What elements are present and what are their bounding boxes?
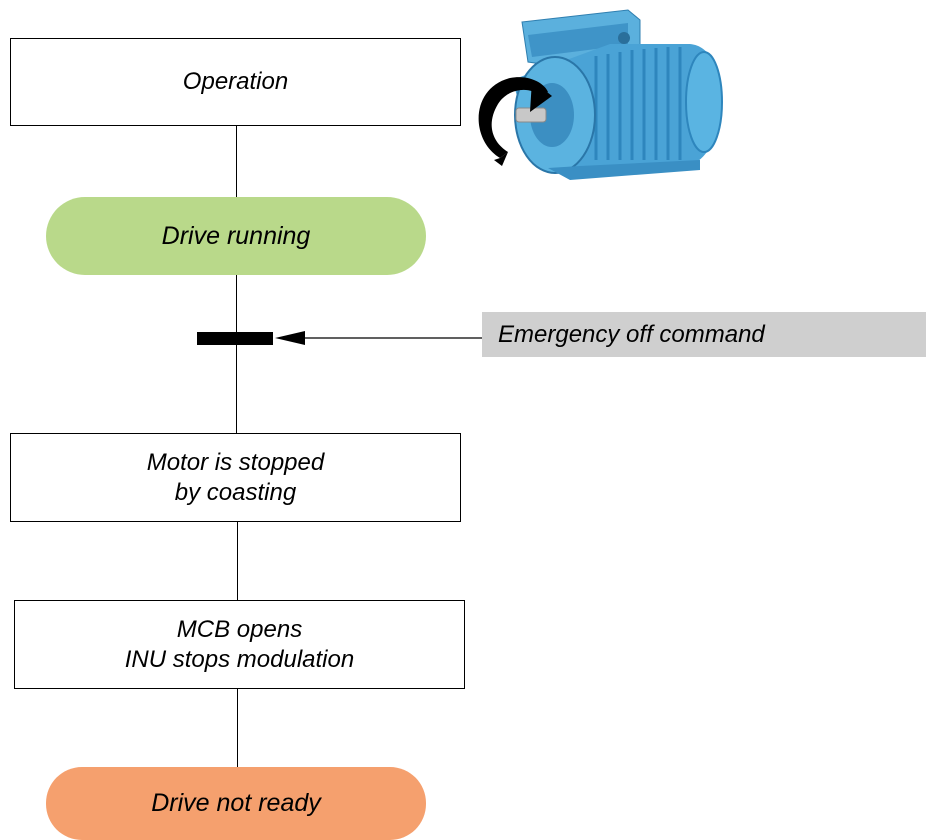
emergency-off-label: Emergency off command (498, 320, 765, 348)
mcb-box: MCB opens INU stops modulation (14, 600, 465, 689)
mcb-line-2: INU stops modulation (124, 645, 355, 673)
drive-not-ready-state: Drive not ready (46, 767, 426, 840)
coasting-box: Motor is stopped by coasting (10, 433, 461, 522)
drive-not-ready-label: Drive not ready (151, 789, 321, 817)
drive-running-state: Drive running (46, 197, 426, 275)
drive-running-label: Drive running (161, 221, 311, 250)
operation-label: Operation (182, 68, 289, 95)
emergency-arrow-head (275, 331, 305, 345)
connector-coasting-to-mcb (237, 521, 238, 600)
coasting-line-1: Motor is stopped (146, 448, 325, 476)
electric-motor-icon (512, 9, 723, 180)
mcb-line-1: MCB opens (176, 615, 303, 643)
connector-mcb-to-not-ready (237, 688, 238, 768)
coasting-line-2: by coasting (174, 478, 297, 506)
connector-running-to-stop (236, 274, 237, 434)
rotation-arrow-icon (478, 77, 552, 166)
operation-box: Operation (10, 38, 461, 126)
stop-bar (197, 332, 273, 345)
emergency-off-signal: Emergency off command (482, 312, 926, 357)
connector-operation-to-running (236, 125, 237, 197)
